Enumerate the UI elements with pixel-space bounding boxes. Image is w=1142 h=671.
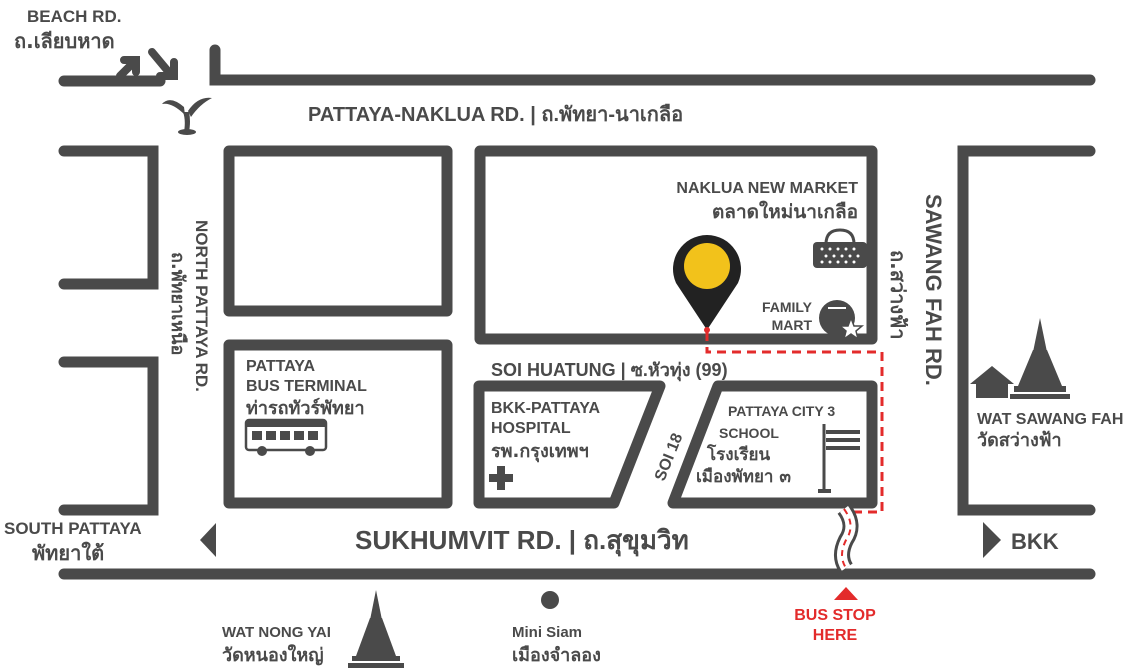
beach-road-thai-label: ถ.เลียบหาด [14,29,115,53]
block-east-outline [957,145,1096,516]
wat-nong-yai-label: WAT NONG YAI [222,624,331,641]
bus-stop-marker-icon [834,587,858,600]
north-pattaya-road-label: NORTH PATTAYA RD. [192,220,211,392]
bkk-label: BKK [1011,529,1059,554]
bus-terminal-thai-label: ท่ารถทัวร์พัทยา [246,397,365,419]
family-mart-label: FAMILY [762,299,813,315]
sawang-fah-road-thai-label: ถ.สว่างฟ้า [886,250,910,340]
beach-road-label: BEACH RD. [27,7,121,26]
block-hospital [473,380,666,509]
bus-stop-approach [834,504,859,573]
hospital-thai-label: รพ.กรุงเทพฯ [491,441,589,463]
hospital-label-line2: HOSPITAL [491,420,571,437]
school-thai-label-line2: เมืองพัทยา ๓ [696,466,791,487]
family-mart-logo-icon [819,300,865,341]
soi-huatung-label: SOI HUATUNG | ซ.หัวทุ่ง (99) [491,360,728,382]
road-lines [58,44,1096,580]
sukhumvit-road-label: SUKHUMVIT RD. | ถ.สุขุมวิท [355,525,689,557]
basket-icon [813,228,867,268]
sawang-fah-road-label: SAWANG FAH RD. [921,194,946,386]
school-label: PATTAYA CITY 3 [728,403,835,419]
wat-sawang-fah-label: WAT SAWANG FAH [977,411,1123,428]
hospital-cross-icon [489,466,513,490]
naklua-road-label: PATTAYA-NAKLUA RD. | ถ.พัทยา-นาเกลือ [308,103,683,126]
north-pattaya-road-thai-label: ถ.พัทยาเหนือ [167,252,188,355]
route-path [705,332,884,514]
family-mart-label-line2: MART [772,317,813,333]
naklua-market-label: NAKLUA NEW MARKET [676,180,858,197]
location-pin-icon [673,235,741,333]
block-naklua-market [474,145,878,345]
school-thai-label: โรงเรียน [706,444,770,465]
mini-siam-label: Mini Siam [512,624,582,641]
bus-terminal-label-line2: BUS TERMINAL [246,378,367,395]
school-label-line2: SCHOOL [719,425,779,441]
south-pattaya-thai-label: พัทยาใต้ [32,541,104,565]
naklua-market-thai-label: ตลาดใหม่นาเกลือ [712,200,858,223]
south-pattaya-label: SOUTH PATTAYA [4,519,142,538]
dolphin-statue-icon [162,97,212,135]
bus-terminal-label: PATTAYA [246,358,316,375]
block-west-bottom [58,356,159,516]
beach-road-arrows [116,48,178,80]
city-blocks [223,145,878,509]
hospital-label: BKK-PATTAYA [491,400,600,417]
bus-stop-label-line2: HERE [813,627,858,644]
bus-stop-label: BUS STOP [794,607,876,624]
wat-sawang-fah-thai-label: วัดสว่างฟ้า [977,430,1062,451]
arrow-right-icon [983,522,1001,558]
arrow-icon [116,56,140,80]
mini-siam-marker-icon [541,591,559,609]
arrow-left-icon [200,523,216,557]
block-school [667,380,878,509]
wat-nong-yai-thai-label: วัดหนองใหญ่ [222,644,324,666]
flag-icon [818,424,860,493]
arrow-icon [148,48,178,80]
block-bus-terminal [223,339,453,509]
temple-icon [348,590,404,668]
block-north-center [223,145,453,317]
naklua-road-top-edge [209,44,1096,86]
house-icon [970,366,1014,398]
mini-siam-thai-label: เมืองจำลอง [512,645,601,666]
bus-icon [244,418,328,456]
temple-icon [1010,318,1070,399]
block-west-top [58,145,159,290]
